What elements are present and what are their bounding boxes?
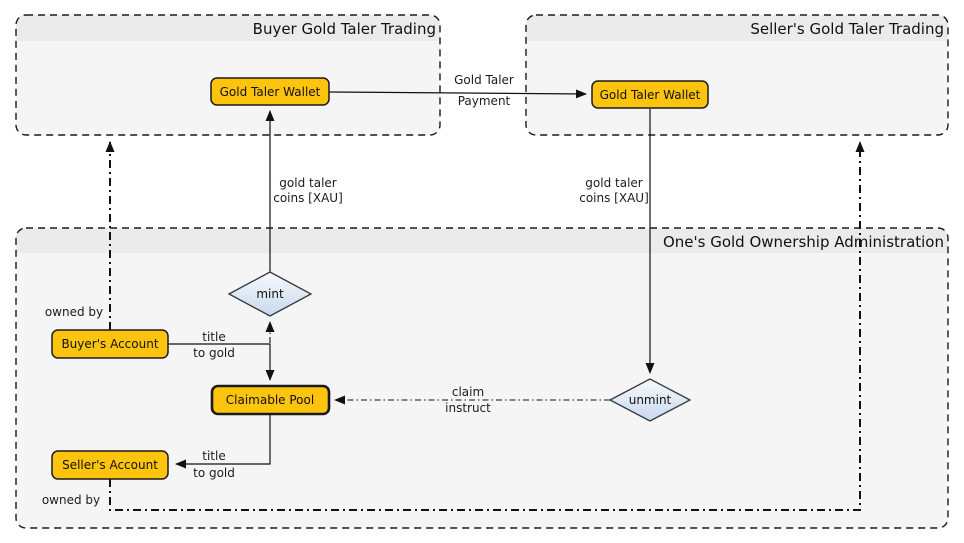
node-seller-wallet-label: Gold Taler Wallet xyxy=(600,88,701,102)
node-buyers-account: Buyer's Account xyxy=(51,329,169,359)
container-admin: One's Gold Ownership Administration xyxy=(15,227,949,529)
label-seller-title-line1: title xyxy=(202,449,225,463)
edge-payment xyxy=(328,89,587,99)
label-buyer-owned-by: owned by xyxy=(45,305,103,319)
label-payment-line1: Gold Taler xyxy=(454,73,514,87)
container-buyer-header xyxy=(16,15,440,41)
node-sellers-account-label: Seller's Account xyxy=(62,458,158,472)
node-buyers-account-label: Buyer's Account xyxy=(61,337,158,351)
container-seller-border xyxy=(525,14,949,136)
container-buyer-title: Buyer Gold Taler Trading xyxy=(253,20,436,38)
label-claim-instruct-line2: instruct xyxy=(445,401,491,415)
node-buyer-wallet: Gold Taler Wallet xyxy=(210,77,330,106)
node-mint-diamond xyxy=(227,271,313,317)
container-admin-body xyxy=(16,228,948,528)
node-unmint-label: unmint xyxy=(629,393,672,407)
node-claimable-pool: Claimable Pool xyxy=(210,384,331,416)
node-claimable-pool-box xyxy=(210,384,331,416)
node-unmint: unmint xyxy=(608,378,692,422)
node-seller-wallet-box xyxy=(591,80,709,109)
label-seller-title-line2: to gold xyxy=(193,466,235,480)
label-payment-line2: Payment xyxy=(458,94,511,108)
label-unmint-coins-line2: coins [XAU] xyxy=(579,191,649,205)
node-buyer-wallet-box xyxy=(210,77,330,106)
node-sellers-account: Seller's Account xyxy=(51,450,169,480)
container-admin-border xyxy=(15,227,949,529)
container-admin-header xyxy=(16,228,948,253)
container-buyer-trading: Buyer Gold Taler Trading xyxy=(15,14,441,136)
edge-seller-title-to-gold xyxy=(175,414,271,469)
container-seller-title: Seller's Gold Taler Trading xyxy=(750,20,944,38)
label-buyer-title-line1: title xyxy=(202,330,225,344)
node-seller-wallet: Gold Taler Wallet xyxy=(591,80,709,109)
container-seller-trading: Seller's Gold Taler Trading xyxy=(525,14,949,136)
container-buyer-border xyxy=(15,14,441,136)
container-admin-title: One's Gold Ownership Administration xyxy=(663,233,944,251)
container-seller-header xyxy=(526,15,948,41)
container-buyer-body xyxy=(16,15,440,135)
label-mint-coins-line2: coins [XAU] xyxy=(273,191,343,205)
node-buyers-account-box xyxy=(51,329,169,359)
node-unmint-diamond xyxy=(608,378,692,422)
label-claim-instruct-line1: claim xyxy=(452,385,484,399)
node-mint: mint xyxy=(227,271,313,317)
edge-buyer-title-to-gold xyxy=(168,343,275,381)
node-buyer-wallet-label: Gold Taler Wallet xyxy=(220,85,321,99)
label-unmint-coins-line1: gold taler xyxy=(585,176,643,190)
label-seller-owned-by: owned by xyxy=(42,493,100,507)
label-mint-coins-line1: gold taler xyxy=(279,176,337,190)
node-mint-label: mint xyxy=(256,287,284,301)
node-claimable-pool-label: Claimable Pool xyxy=(226,393,314,407)
node-sellers-account-box xyxy=(51,450,169,480)
label-buyer-title-line2: to gold xyxy=(193,346,235,360)
